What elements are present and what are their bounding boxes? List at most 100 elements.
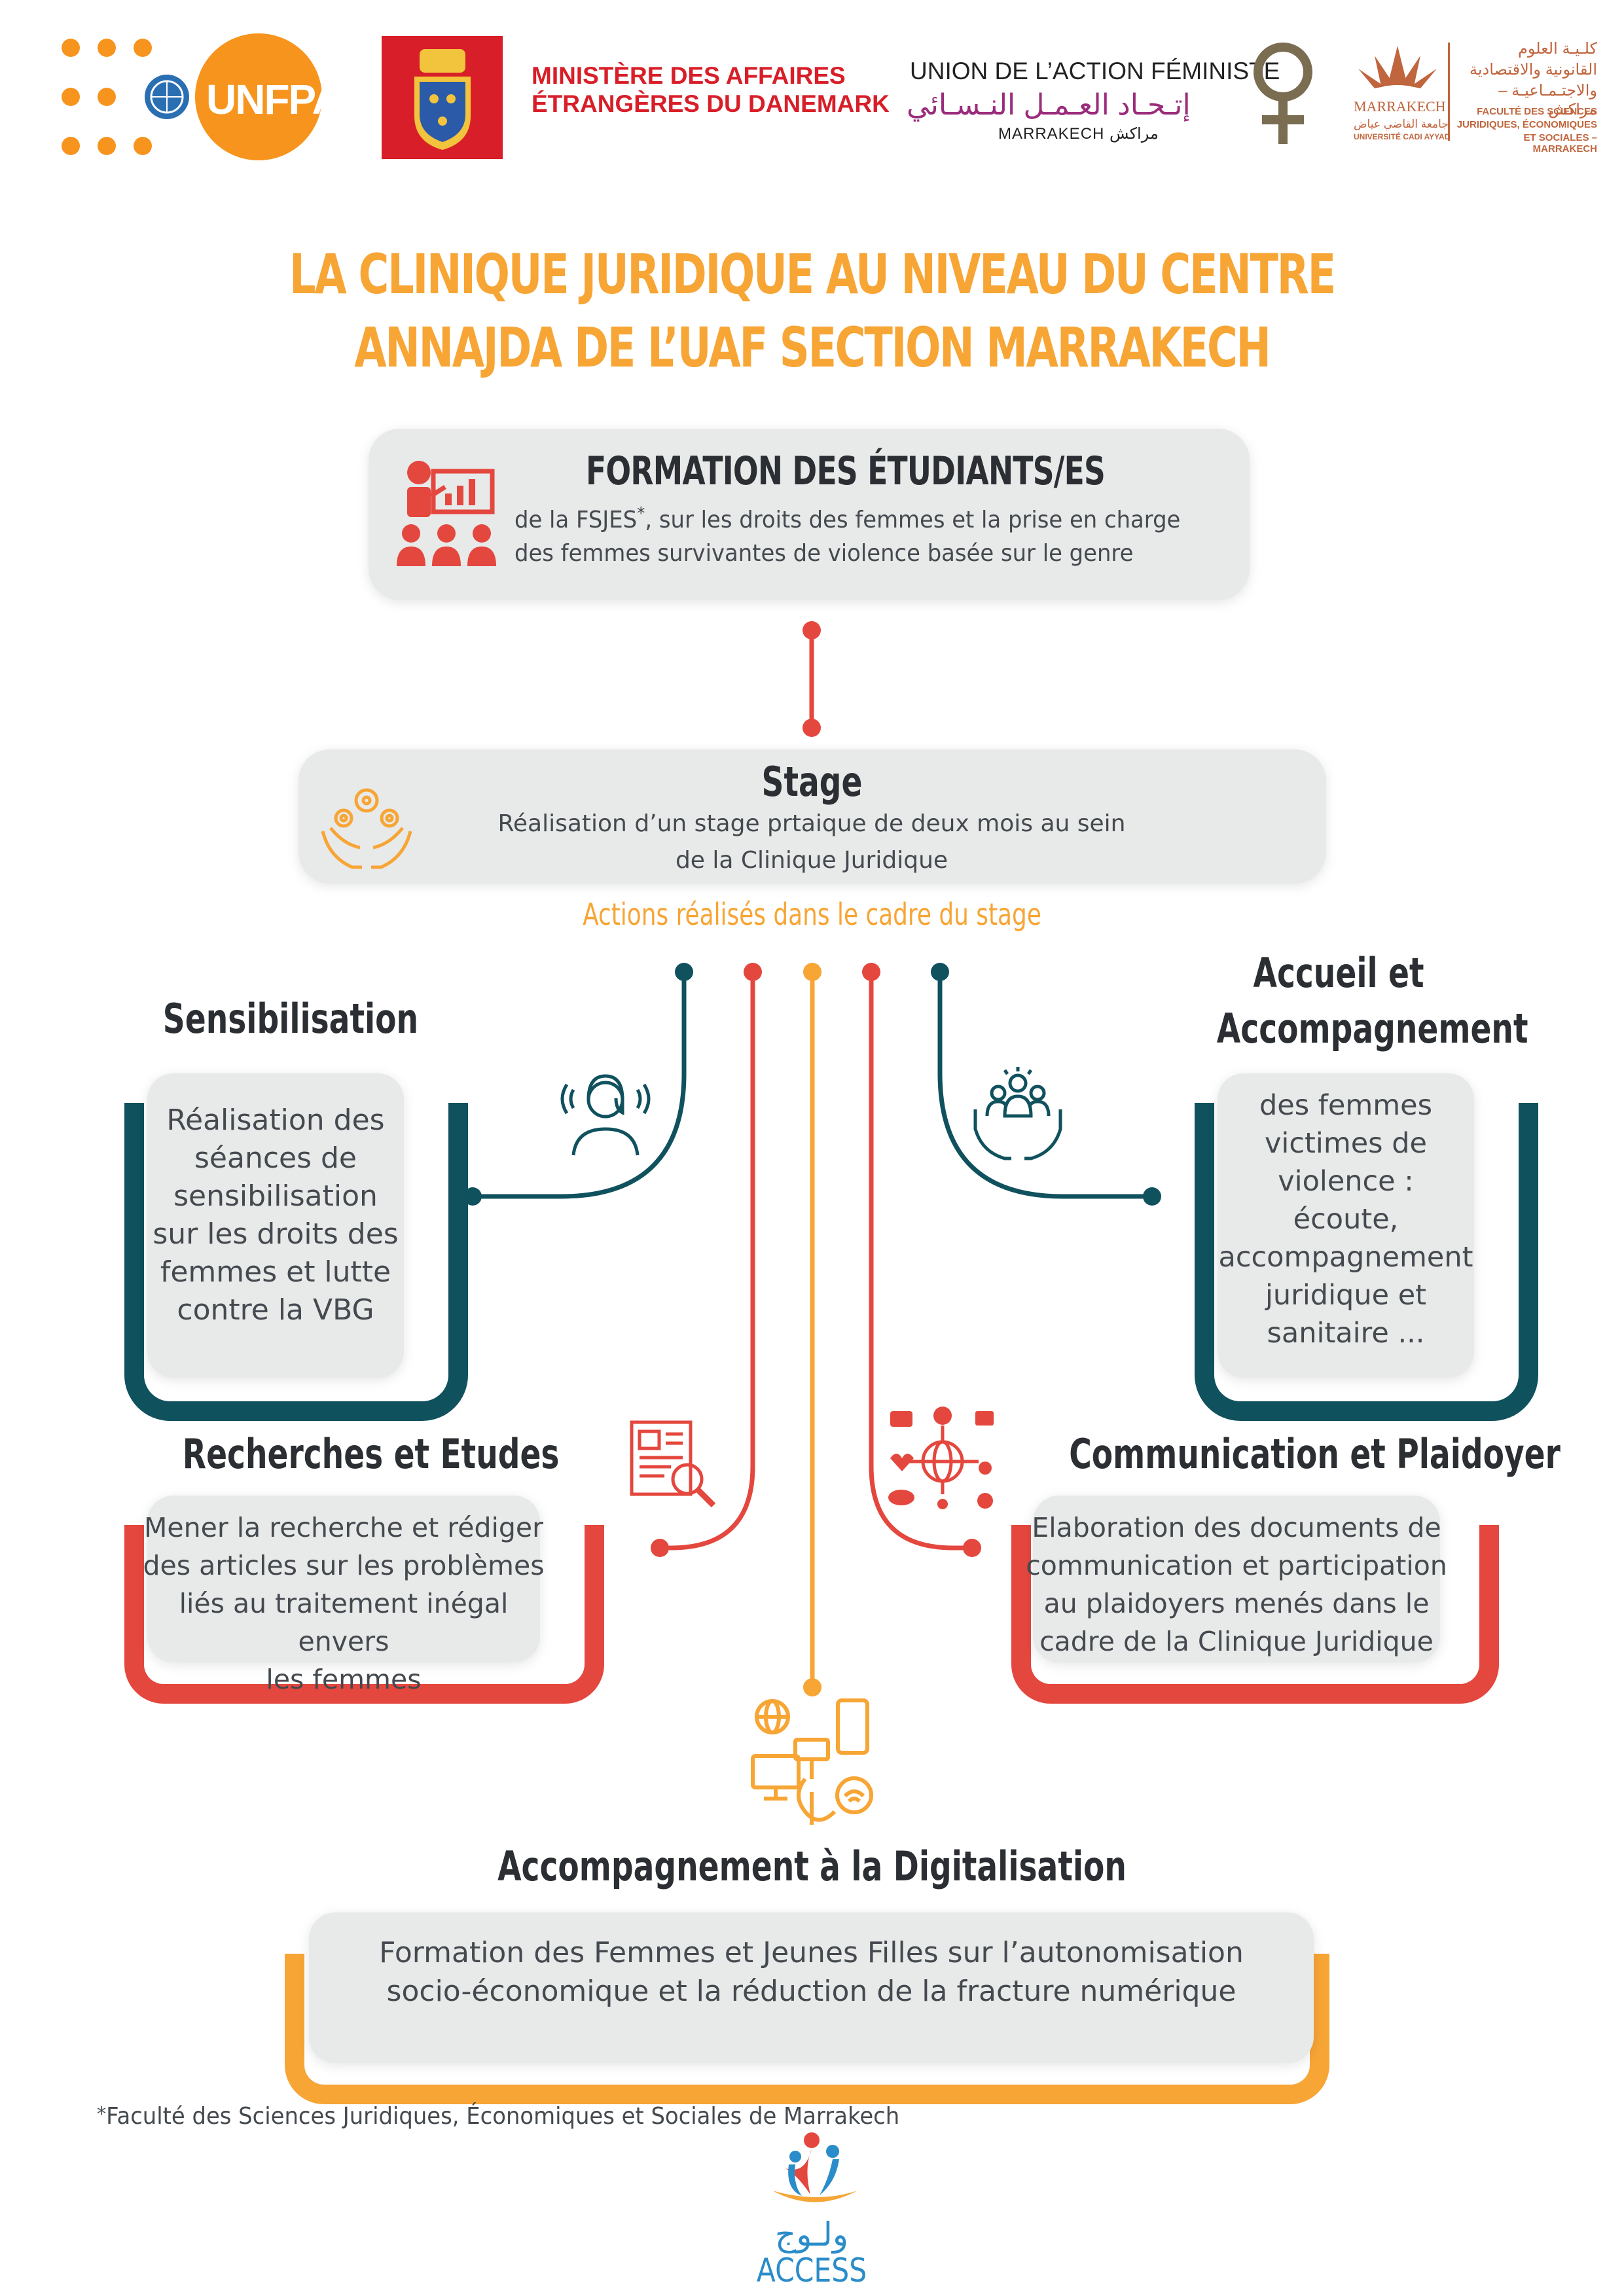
access-logo-icon [772,2132,857,2202]
unfpa-dots-icon [62,33,322,160]
speaking-woman-icon [560,1074,651,1156]
accueil-line: victimes de [1264,1127,1427,1160]
recherches-line: Mener la recherche et rédiger [144,1512,543,1543]
stage-heading: Stage [195,758,1430,806]
accueil-line: juridique et [1265,1279,1427,1312]
crest-icon [414,49,471,150]
connector-dot [744,963,762,981]
digital-card [309,1912,1314,2063]
communication-text: Elaboration des documents de communicati… [1024,1509,1449,1660]
stage-text-line-1: Réalisation d’un stage prtaique de deux … [497,810,1126,837]
faculty-arabic-1: كلـيـة العلوم [1518,40,1597,58]
communication-heading-text: Communication et Plaidoyer [1069,1430,1561,1478]
communication-line: Elaboration des documents de [1032,1512,1441,1543]
sensibilisation-heading: Sensibilisation [163,995,418,1043]
accueil-line: sanitaire ... [1267,1317,1425,1350]
formation-text-span: de la FSJES*, sur les droits des femmes … [514,504,1181,533]
digital-text-line-1: Formation des Femmes et Jeunes Filles su… [379,1936,1244,1969]
accueil-heading-2-text: Accompagnement [1216,1005,1528,1052]
unfpa-wordmark: UNFPA [206,76,342,123]
digital-devices-icon [751,1698,873,1825]
footnote-asterisk: * [97,2103,107,2126]
connector-dot [1143,1187,1161,1206]
recherches-line: des articles sur les problèmes [143,1550,545,1581]
stage-actions-label: Actions réalisés dans le cadre du stage [179,897,1445,932]
sensibilisation-line: séances de [194,1141,357,1175]
stage-card [298,749,1326,884]
faculty-arabic-2: القانونية والاقتصادية [1470,61,1597,79]
uaf-arabic: إتـحـاد العـمـل النـسـائي [907,89,1191,121]
accueil-heading-1-text: Accueil et [1253,949,1424,997]
stage-actions-text: Actions réalisés dans le cadre du stage [583,897,1041,932]
access-arabic: ولـوج [774,2216,849,2253]
recherches-heading: Recherches et Etudes [183,1430,560,1478]
accueil-line: violence : [1278,1165,1414,1198]
faculty-line-3: ET SOCIALES – MARRAKECH [1523,132,1597,154]
social-media-globe-icon [888,1407,994,1509]
communication-line: cadre de la Clinique Juridique [1039,1626,1434,1657]
uaf-line-1: UNION DE L’ACTION FÉMINISTE [910,58,1280,84]
hands-gears-icon [321,788,412,869]
sensibilisation-line: sur les droits des [153,1217,399,1251]
recherches-text: Mener la recherche et rédiger des articl… [141,1509,547,1698]
accueil-line: accompagnement [1218,1241,1473,1274]
sensibilisation-line: Réalisation des [166,1103,385,1137]
page-title-line-2: ANNAJDA DE L’UAF SECTION MARRAKECH [354,315,1271,380]
communication-line: communication et participation [1026,1550,1447,1581]
denmark-line-1: MINISTÈRE DES AFFAIRES [532,62,846,89]
connector-dot [651,1539,669,1557]
connector-dot [803,963,821,981]
sensibilisation-line: contre la VBG [177,1293,374,1327]
faculty-univ: UNIVERSITÉ CADI AYYAD [1354,132,1451,141]
uaf-emblem-icon [1254,43,1312,144]
faculty-arabic-3: والاجتـمـاعيـة – مراكش [1498,82,1597,118]
connector-dot [803,1678,821,1696]
digital-heading-text: Accompagnement à la Digitalisation [497,1842,1127,1890]
accueil-heading-1: Accueil et [1217,949,1460,997]
accueil-line: des femmes [1259,1089,1433,1122]
document-search-icon [630,1420,716,1508]
communication-card [1033,1496,1440,1662]
recherches-line: les femmes [266,1664,422,1695]
connector-dot [803,719,821,737]
accueil-frame [1195,1103,1538,1421]
accueil-card [1218,1073,1474,1378]
hands-people-icon [973,1067,1062,1160]
connector-dot [862,963,880,981]
formation-text-line-2: des femmes survivantes de violence basée… [514,540,1134,567]
sensibilisation-card [147,1073,404,1378]
faculty-crest-icon [1358,46,1437,88]
denmark-line-2: ÉTRANGÈRES DU DANEMARK [532,90,890,117]
recherches-card [147,1496,540,1662]
connector-dot [803,621,821,639]
sensibilisation-line: femmes et lutte [160,1255,391,1289]
access-wordmark-text: ACCESS [756,2251,867,2289]
sensibilisation-text: Réalisation des séances de sensibilisati… [147,1102,404,1329]
faculty-city: MARRAKECH [1354,98,1446,115]
formation-asterisk: * [637,504,645,524]
stage-heading-text: Stage [761,758,863,806]
recherches-frame [124,1525,604,1704]
connector-dot [463,1187,482,1206]
unfpa-logo: UNFPA [59,33,342,167]
sensibilisation-heading-text: Sensibilisation [162,995,419,1043]
faculty-line-2: JURIDIQUES, ÉCONOMIQUES [1456,119,1597,130]
digital-heading: Accompagnement à la Digitalisation [195,1842,1430,1890]
sensibilisation-line: sensibilisation [173,1179,378,1213]
formation-card [369,429,1250,600]
formation-heading: FORMATION DES ÉTUDIANTS/ES [586,448,1106,494]
communication-line: au plaidoyers menés dans le [1043,1588,1430,1619]
recherches-line: liés au traitement inégal envers [179,1588,509,1657]
page-title-line-1: LA CLINIQUE JURIDIQUE AU NIVEAU DU CENTR… [289,242,1336,306]
teacher-presentation-icon [397,461,496,566]
accueil-heading-2: Accompagnement [1217,1005,1528,1052]
faculty-univ-ar: جامعة القاضي عياض [1354,118,1449,130]
uaf-city: MARRAKECH مراكش [998,125,1159,143]
connector-dot [931,963,949,981]
stage-text-line-2: de la Clinique Juridique [675,847,948,874]
accueil-text: des femmes victimes de violence : écoute… [1208,1086,1484,1352]
sensibilisation-frame [124,1103,468,1421]
digital-text-line-2: socio-économique et la réduction de la f… [386,1975,1236,2008]
recherches-heading-text: Recherches et Etudes [182,1430,560,1478]
